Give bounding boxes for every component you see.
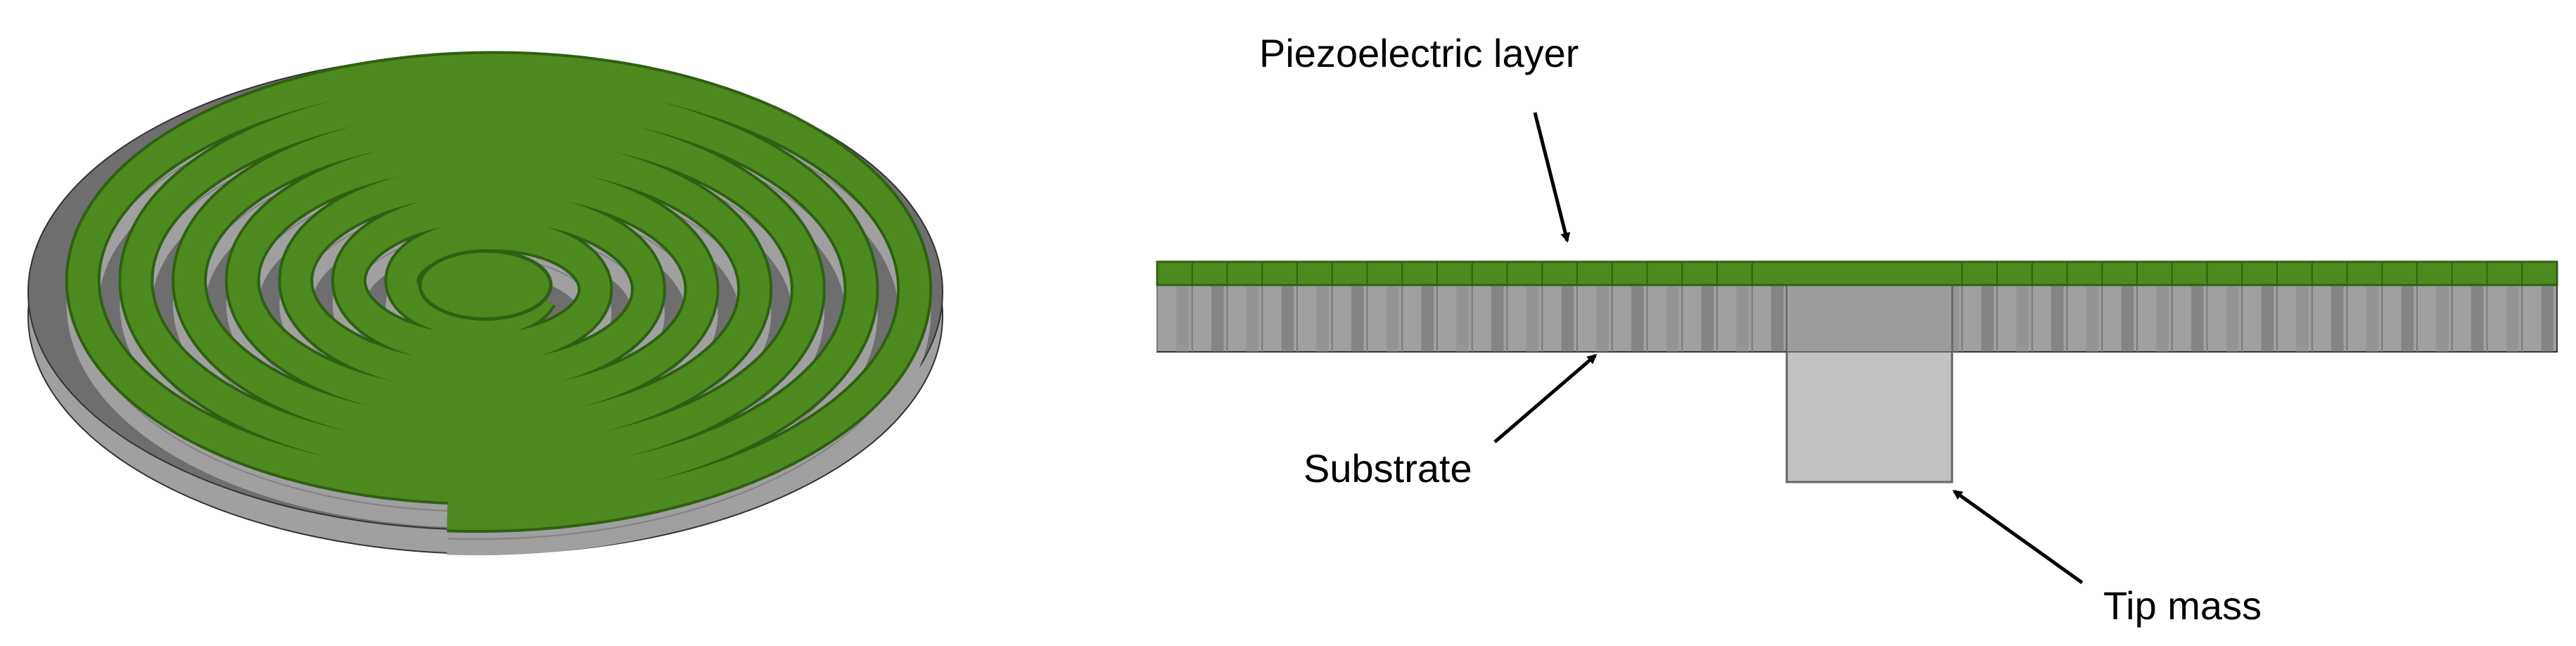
substrate-arrow <box>1493 354 1598 443</box>
section-substrate-gap <box>2331 285 2344 352</box>
section-substrate-gap <box>1281 285 1294 352</box>
section-substrate-gap <box>1736 285 1749 352</box>
section-substrate-gap <box>2121 285 2134 352</box>
section-substrate-gap <box>1981 285 1994 352</box>
spiral-center-pad <box>418 249 553 321</box>
beam-cross-section-icon <box>1156 260 2558 483</box>
section-substrate-gap <box>1596 285 1609 352</box>
section-substrate-gap <box>1631 285 1644 352</box>
section-substrate-gap <box>1771 285 1784 352</box>
section-substrate-gap <box>2401 285 2414 352</box>
piezoelectric-layer-label: Piezoelectric layer <box>1259 31 1579 75</box>
section-substrate-gap <box>1526 285 1539 352</box>
section-substrate-gap <box>1456 285 1469 352</box>
piezoelectric-layer-arrow <box>1533 112 1571 243</box>
section-substrate-gap <box>1666 285 1679 352</box>
tip-mass-label: Tip mass <box>2103 583 2262 628</box>
section-substrate-gap <box>2366 285 2379 352</box>
section-substrate-gap <box>2296 285 2309 352</box>
section-substrate-gap <box>2261 285 2274 352</box>
section-substrate-gap <box>2471 285 2484 352</box>
section-tip-mass-top <box>1786 284 1953 353</box>
section-substrate-gap <box>1701 285 1714 352</box>
section-substrate-gap <box>2506 285 2519 352</box>
section-substrate-gap <box>2051 285 2064 352</box>
section-substrate-gap <box>1491 285 1504 352</box>
spiral-green-top <box>68 53 930 531</box>
section-substrate-gap <box>2086 285 2099 352</box>
section-substrate-gap <box>1176 285 1189 352</box>
section-substrate-gap <box>1351 285 1364 352</box>
section-substrate-gap <box>1316 285 1329 352</box>
section-substrate-gap <box>1561 285 1574 352</box>
section-substrate-gap <box>1211 285 1224 352</box>
section-piezo-layer <box>1156 260 2558 286</box>
spiral-harvester-3d-icon <box>27 51 943 556</box>
section-substrate-gap <box>2156 285 2169 352</box>
tip-mass-arrow <box>1952 489 2084 585</box>
section-substrate-gap <box>2226 285 2239 352</box>
section-substrate-gap <box>2191 285 2204 352</box>
section-substrate-gap <box>2541 285 2554 352</box>
section-substrate-gap <box>2436 285 2449 352</box>
section-substrate-gap <box>1386 285 1399 352</box>
section-substrate-gap <box>2016 285 2029 352</box>
section-substrate-gap <box>1421 285 1434 352</box>
substrate-label: Substrate <box>1303 446 1472 490</box>
section-substrate-gap <box>1246 285 1259 352</box>
